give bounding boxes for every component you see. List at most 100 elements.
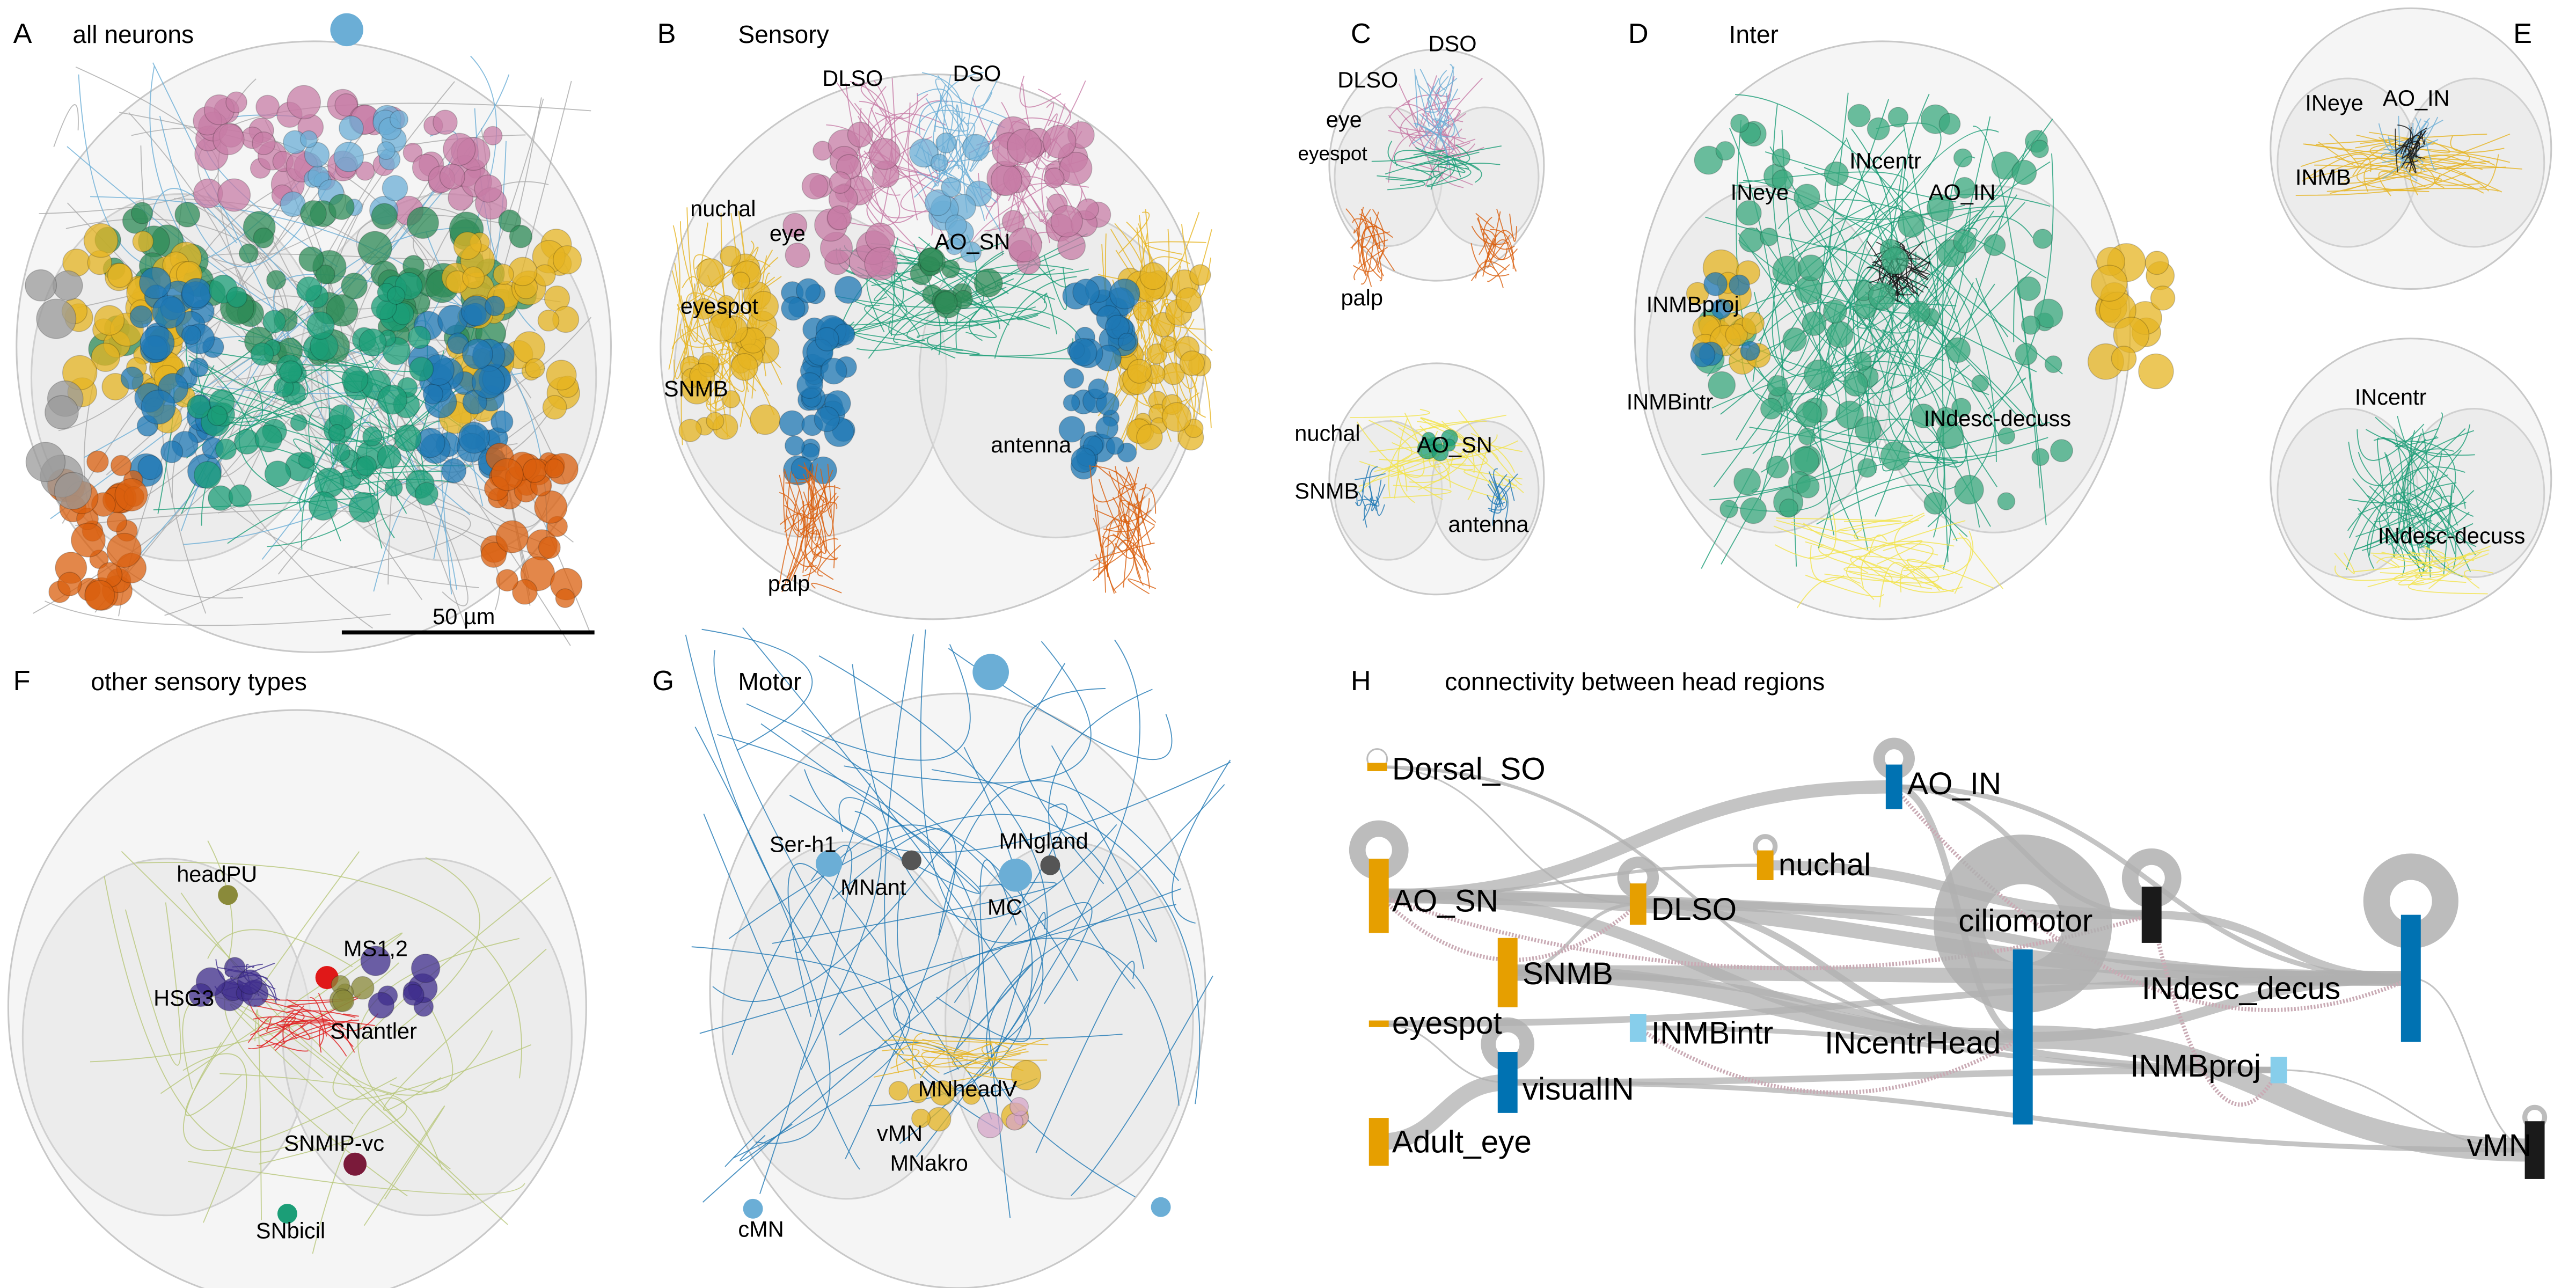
neurite <box>1019 688 1106 884</box>
neurite <box>1438 66 1455 97</box>
cell-soma <box>977 1112 1004 1138</box>
neurite <box>2347 435 2438 531</box>
network-edge <box>1377 766 1638 905</box>
neurite <box>952 1042 996 1082</box>
neurite <box>2410 133 2422 163</box>
neurite <box>1493 468 1504 507</box>
neurite <box>1869 534 1887 555</box>
neurite <box>2443 484 2453 575</box>
neurite <box>1896 285 1910 294</box>
network-node-label: INMBproj <box>2130 1049 2261 1084</box>
neurite <box>895 1042 963 1059</box>
neurite <box>1368 420 1413 463</box>
cell-soma <box>484 295 506 317</box>
neurite <box>881 1048 920 1069</box>
network-edge <box>1379 780 1894 903</box>
cell-soma <box>2015 342 2038 366</box>
cell-soma <box>1997 492 2016 510</box>
cell-soma <box>2032 229 2053 249</box>
cell-soma <box>296 276 322 302</box>
cell-soma <box>139 267 172 299</box>
neurite <box>1894 243 1913 285</box>
panel-title-h: connectivity between head regions <box>1445 668 1825 696</box>
neurite <box>1435 76 1458 94</box>
neurite <box>1829 226 1846 297</box>
cell-soma <box>1050 205 1083 238</box>
cell-soma <box>542 395 567 420</box>
neurite <box>1411 118 1441 144</box>
cell-soma <box>377 384 408 415</box>
cell-soma <box>213 123 245 156</box>
cell-soma <box>422 384 444 405</box>
network-node-label: SNMB <box>1523 956 1613 991</box>
neurite <box>979 859 1017 1218</box>
neurite <box>1492 211 1501 249</box>
neurite <box>1427 98 1451 165</box>
cell-soma <box>1782 327 1807 352</box>
cell-soma <box>2145 251 2169 275</box>
cell-soma <box>2030 140 2049 158</box>
cell-soma <box>407 325 431 349</box>
neurite <box>1359 455 1454 477</box>
cell-soma <box>306 311 335 340</box>
neurite <box>2382 154 2420 163</box>
neurite <box>1406 132 1470 151</box>
cell-soma <box>339 115 364 141</box>
neurite <box>907 100 949 221</box>
cell-soma <box>999 859 1033 892</box>
neurite <box>254 1005 331 1021</box>
neurite <box>2361 452 2442 551</box>
neurite <box>1805 574 1884 597</box>
neurite <box>969 135 996 172</box>
neurite <box>1488 471 1501 508</box>
neurite <box>1487 235 1511 261</box>
neurite <box>691 946 911 1159</box>
cell-soma <box>1011 1060 1042 1091</box>
cell-soma <box>1139 262 1167 290</box>
cell-soma <box>1095 416 1119 440</box>
cell-soma <box>1843 371 1869 397</box>
neurite <box>1711 361 1957 409</box>
neurite <box>694 726 831 1144</box>
neurite <box>1809 543 1934 584</box>
neurite <box>788 473 805 582</box>
neurite <box>1987 377 2026 409</box>
cell-soma <box>341 366 369 393</box>
cell-soma <box>141 389 176 425</box>
neurite <box>2423 130 2437 171</box>
neurite <box>893 991 1123 1040</box>
neurite <box>1894 513 1924 568</box>
neurite <box>2374 452 2395 523</box>
label-b-eye: eye <box>770 221 806 246</box>
neurite <box>914 164 963 198</box>
neurite <box>247 1016 272 1043</box>
neurite <box>2370 552 2474 561</box>
cell-soma <box>513 331 546 364</box>
label-b-ao-sn: AO_SN <box>935 229 1011 254</box>
cell-soma <box>1071 447 1096 473</box>
neurite <box>1107 518 1130 577</box>
neurite <box>248 1019 353 1050</box>
neurite <box>1071 976 1213 1196</box>
cell-soma <box>433 109 458 135</box>
cell-soma <box>990 164 1022 196</box>
cell-soma <box>552 245 582 275</box>
neurite <box>1773 525 1954 592</box>
neurite <box>1388 104 1464 166</box>
cell-soma <box>402 984 425 1006</box>
cell-soma <box>555 588 575 609</box>
neurite <box>188 1161 525 1195</box>
cell-soma <box>692 298 715 320</box>
neurite <box>1888 240 1924 303</box>
neurite <box>276 1023 311 1040</box>
neurite <box>1774 512 1836 560</box>
cell-soma <box>2011 159 2037 185</box>
label-g-mnakro: MNakro <box>890 1151 968 1176</box>
network-node-bar <box>1497 1052 1518 1113</box>
neurite <box>956 104 968 213</box>
neurite <box>2396 151 2424 164</box>
cell-soma <box>779 410 805 436</box>
neurite <box>1397 418 1415 503</box>
label-f-headpu: headPU <box>177 861 257 887</box>
